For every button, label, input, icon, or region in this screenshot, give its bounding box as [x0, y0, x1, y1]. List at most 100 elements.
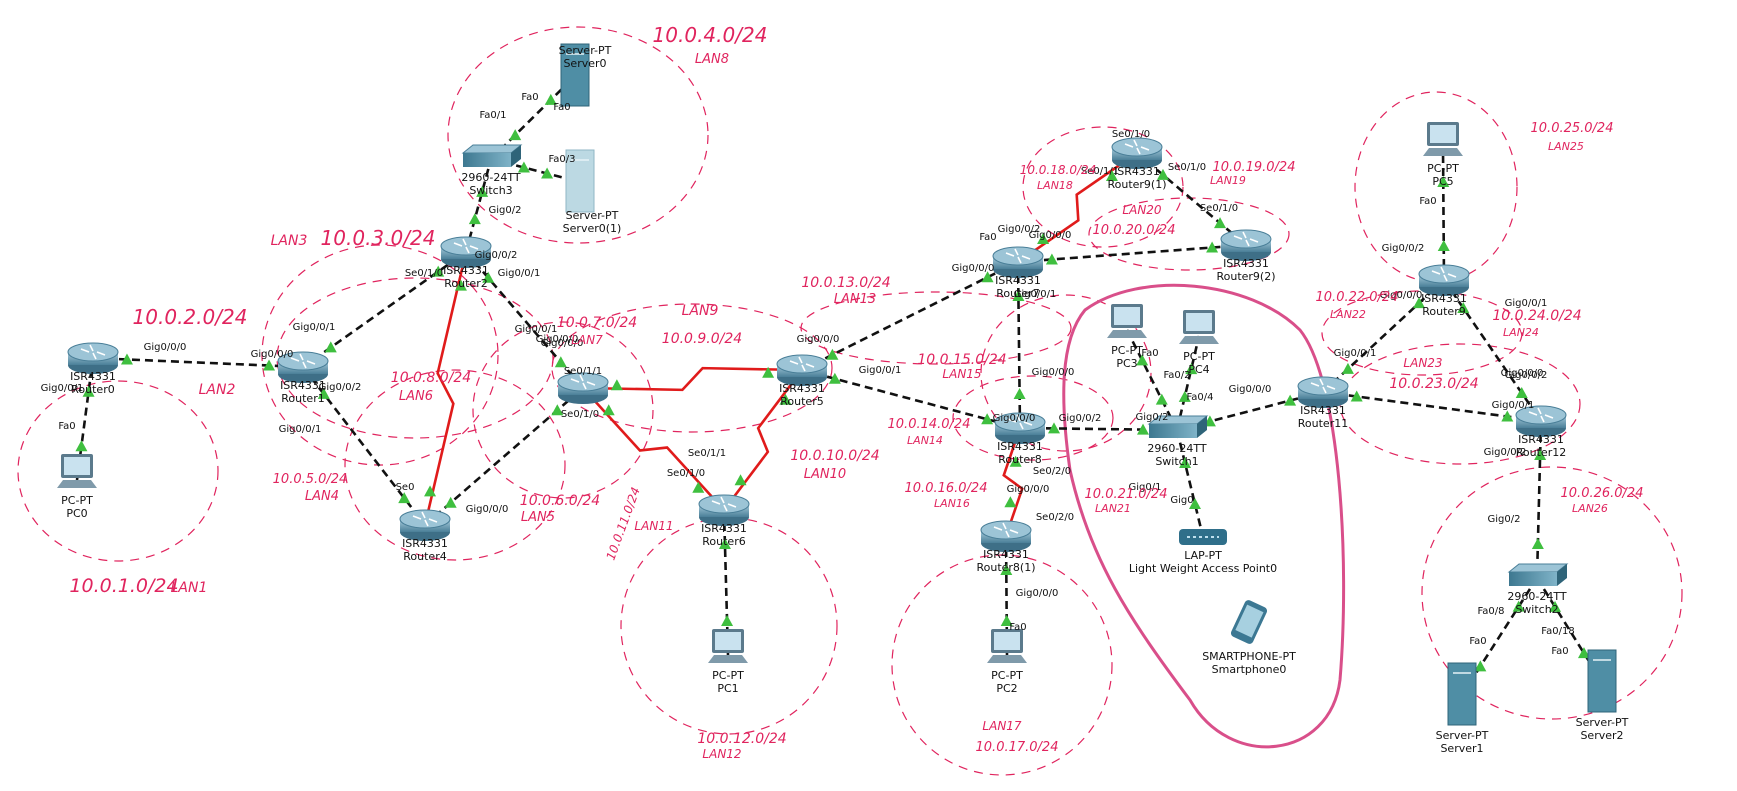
port-label: Gig0/0/1 [279, 424, 322, 435]
ethernet-link-switch2-server1[interactable] [1460, 577, 1539, 696]
lan-annotation: 10.0.14.0/24 [888, 417, 971, 432]
device-label: Switch3 [469, 184, 512, 197]
device-label: PC4 [1188, 363, 1209, 376]
serial-link-router5-router6[interactable] [722, 369, 804, 511]
ethernet-link-router5-router8[interactable] [801, 368, 1021, 430]
router-arrows-icon [1233, 231, 1259, 247]
device-label: Router12 [1516, 446, 1566, 459]
port-label: Gig0/2 [1488, 514, 1521, 525]
serial-link-router2-router4[interactable] [423, 251, 468, 526]
ethernet-link-router91-router92[interactable] [1136, 152, 1247, 246]
port-label: Gig0/0/0 [1016, 588, 1059, 599]
lan-zone-5 [620, 517, 838, 735]
device-label: Switch1 [1155, 455, 1198, 468]
ethernet-link-router9-router12[interactable] [1442, 279, 1543, 422]
port-up-indicator [1013, 388, 1026, 400]
port-label: Gig0/0/0 [993, 413, 1036, 424]
ethernet-link-router7-router8[interactable] [1016, 261, 1022, 429]
serial-link-router8-router81[interactable] [1002, 427, 1024, 537]
port-label: Gig0/2 [1136, 412, 1169, 423]
lan-annotation: 10.0.23.0/24 [1389, 376, 1478, 392]
ethernet-link-router9-pc5[interactable] [1441, 147, 1446, 281]
port-label: Gig0/0/1 [859, 365, 902, 376]
port-up-indicator [324, 341, 337, 353]
device-label: SMARTPHONE-PT [1202, 650, 1296, 663]
port-label: Fa0/4 [1186, 392, 1213, 403]
device-label: Server0 [563, 57, 606, 70]
lan-annotation: LAN5 [521, 510, 555, 525]
ethernet-link-router81-pc2[interactable] [1004, 535, 1009, 656]
port-label: Fa0 [58, 421, 75, 432]
device-label: Router7 [996, 287, 1039, 300]
port-label: Fa0/8 [1477, 606, 1504, 617]
lan-annotation: LAN21 [1095, 502, 1131, 515]
router-top [1111, 137, 1163, 157]
device-router3[interactable] [557, 372, 609, 404]
lan-annotation: 10.0.20.0/24 [1093, 223, 1176, 238]
serial-link-router3-router5[interactable] [582, 366, 803, 392]
port-up-indicator [1284, 394, 1297, 406]
port-label: Gig0/0/0 [541, 338, 584, 349]
device-label: PC-PT [991, 669, 1023, 682]
serial-link-router7-router91[interactable] [1017, 151, 1138, 264]
ethernet-link-router2-switch3[interactable] [464, 158, 493, 253]
ethernet-link-switch2-server2[interactable] [1535, 577, 1604, 683]
ethernet-link-switch1-lap[interactable] [1175, 429, 1205, 538]
port-label: Fa0 [1141, 348, 1158, 359]
device-label: PC-PT [1183, 350, 1215, 363]
serial-link-router3-router6[interactable] [582, 387, 725, 511]
lan-annotation: 10.0.10.0/24 [790, 448, 879, 464]
port-label: Gig0/0/2 [1505, 370, 1548, 381]
device-label: LAP-PT [1184, 549, 1222, 562]
port-label: Gig0/0/0 [1380, 290, 1423, 301]
port-up-indicator [1350, 390, 1363, 402]
lan-annotation: 10.0.26.0/24 [1561, 486, 1644, 501]
port-up-indicator [1515, 386, 1528, 398]
device-label: ISR4331 [1223, 257, 1269, 270]
port-up-indicator [1156, 168, 1169, 180]
port-label: Se0/1/0 [1112, 129, 1150, 140]
lan-zone-11 [800, 291, 1072, 365]
ethernet-link-router5-router7[interactable] [801, 260, 1019, 372]
lan-annotation: LAN12 [702, 747, 741, 761]
port-up-indicator [1105, 169, 1118, 181]
port-up-indicator [1009, 455, 1022, 467]
ethernet-link-router12-switch2[interactable] [1535, 420, 1543, 579]
device-label: 2960-24TT [1147, 442, 1206, 455]
port-label: Fa0 [979, 232, 996, 243]
router-top [1297, 376, 1349, 396]
port-label: Gig0/0/1 [293, 322, 336, 333]
ethernet-link-switch1-pc3[interactable] [1125, 329, 1179, 431]
ethernet-link-switch1-pc4[interactable] [1175, 335, 1201, 431]
port-labels: Gig0/0/0Gig0/0/1Fa0Gig0/0/0Gig0/0/1Gig0/… [41, 92, 1575, 657]
